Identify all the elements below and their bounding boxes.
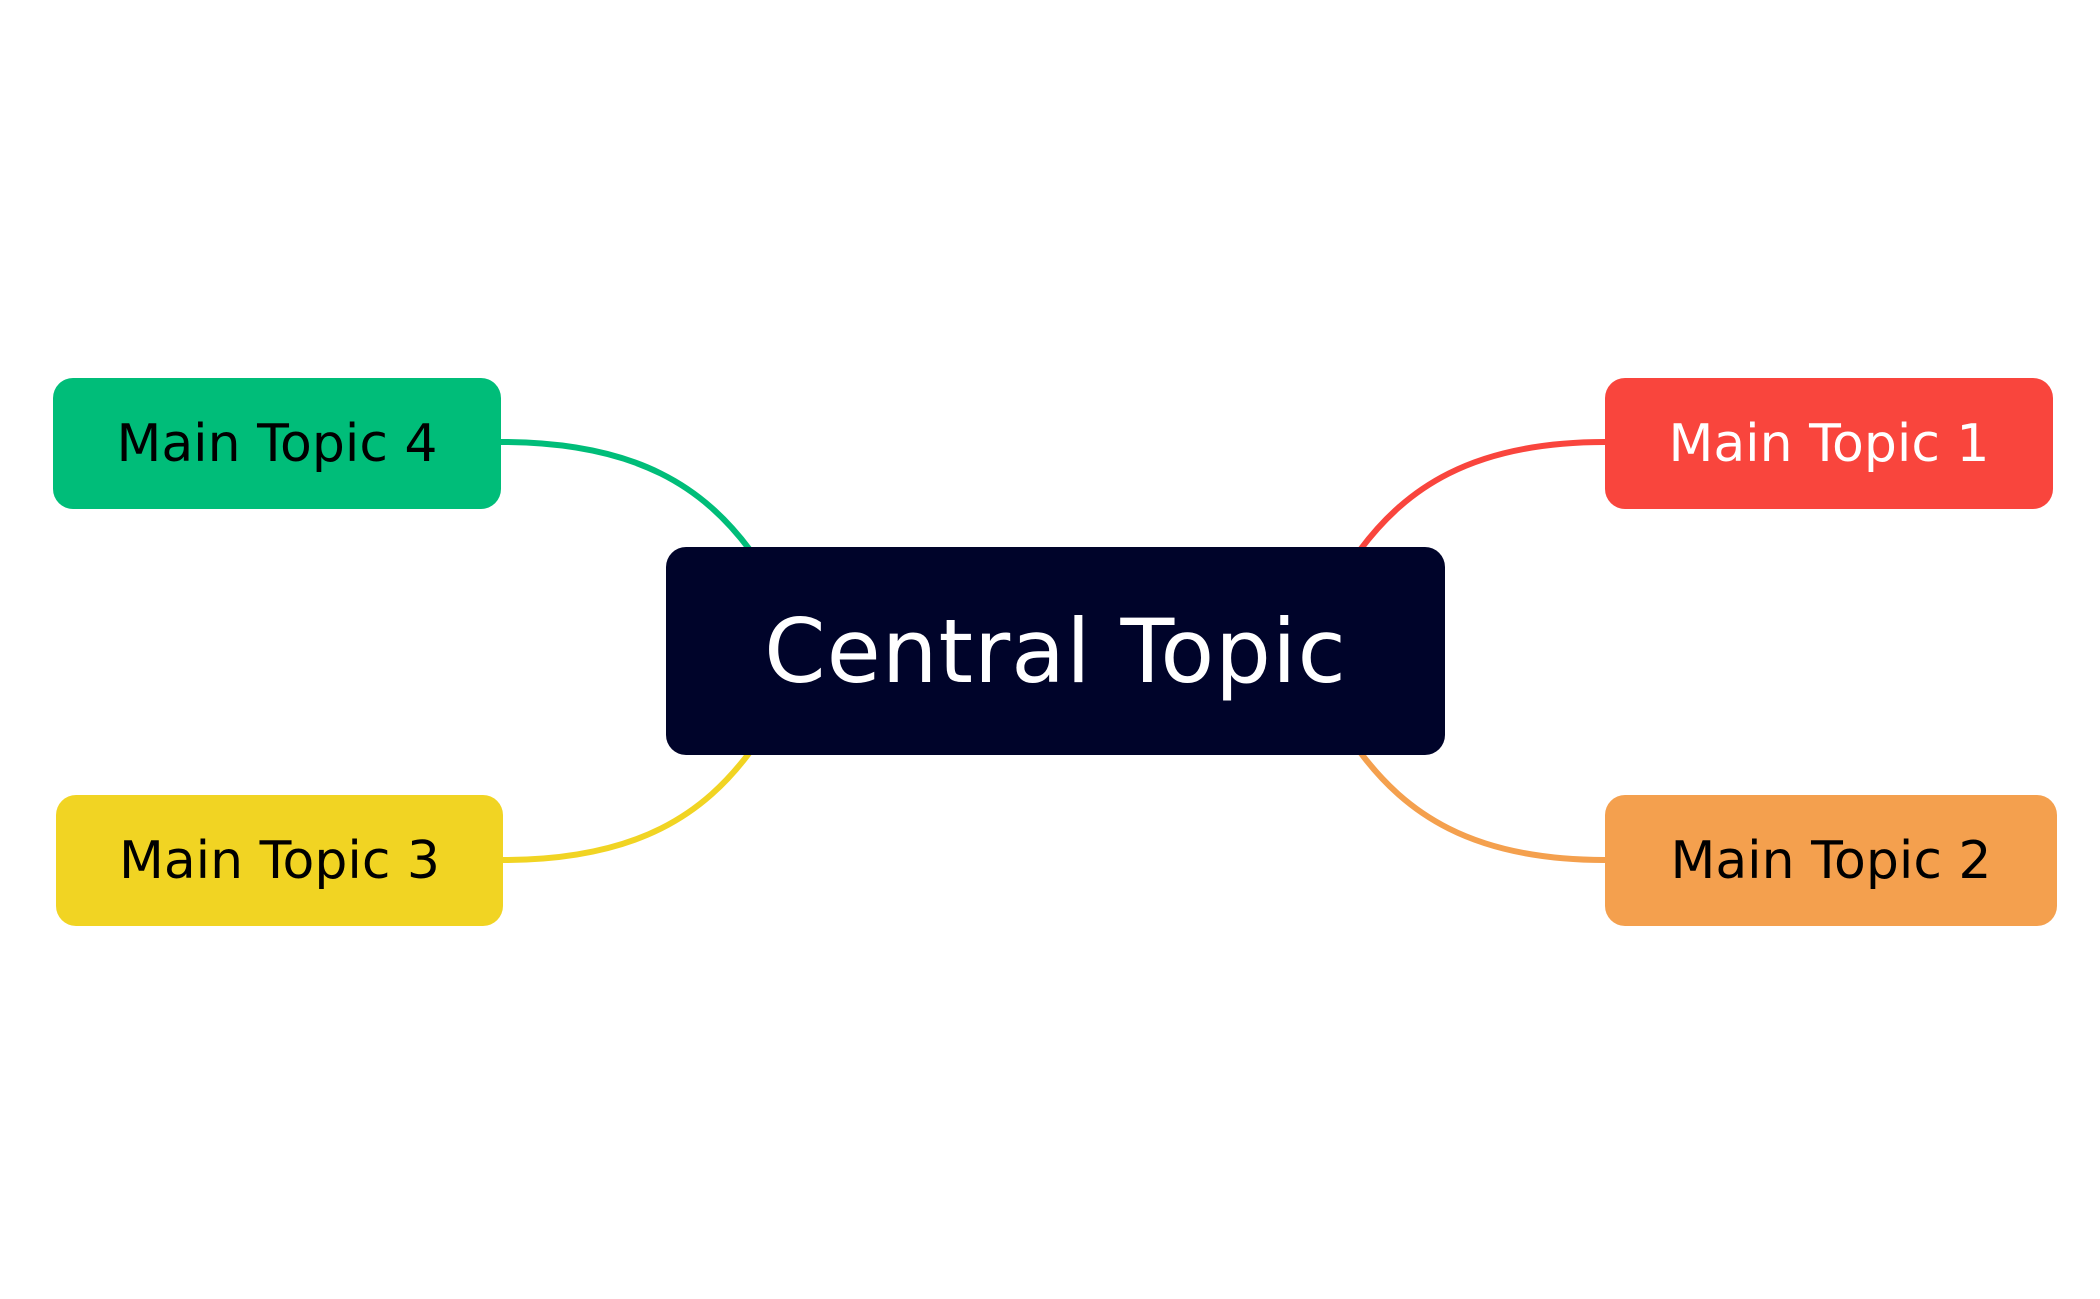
main-topic-2-node[interactable]: Main Topic 2 <box>1605 795 2057 926</box>
main-topic-1-node[interactable]: Main Topic 1 <box>1605 378 2053 509</box>
main-topic-4-label: Main Topic 4 <box>116 413 438 474</box>
connector-topic-3 <box>500 749 753 863</box>
connector-topic-2 <box>1357 749 1608 863</box>
main-topic-3-node[interactable]: Main Topic 3 <box>56 795 503 926</box>
main-topic-4-node[interactable]: Main Topic 4 <box>53 378 501 509</box>
central-topic-label: Central Topic <box>764 599 1347 703</box>
main-topic-2-label: Main Topic 2 <box>1670 830 1992 891</box>
connector-topic-4 <box>498 439 753 553</box>
central-topic-node[interactable]: Central Topic <box>666 547 1445 755</box>
connector-topic-1 <box>1357 439 1608 553</box>
main-topic-3-label: Main Topic 3 <box>118 830 441 891</box>
main-topic-1-label: Main Topic 1 <box>1668 413 1990 474</box>
